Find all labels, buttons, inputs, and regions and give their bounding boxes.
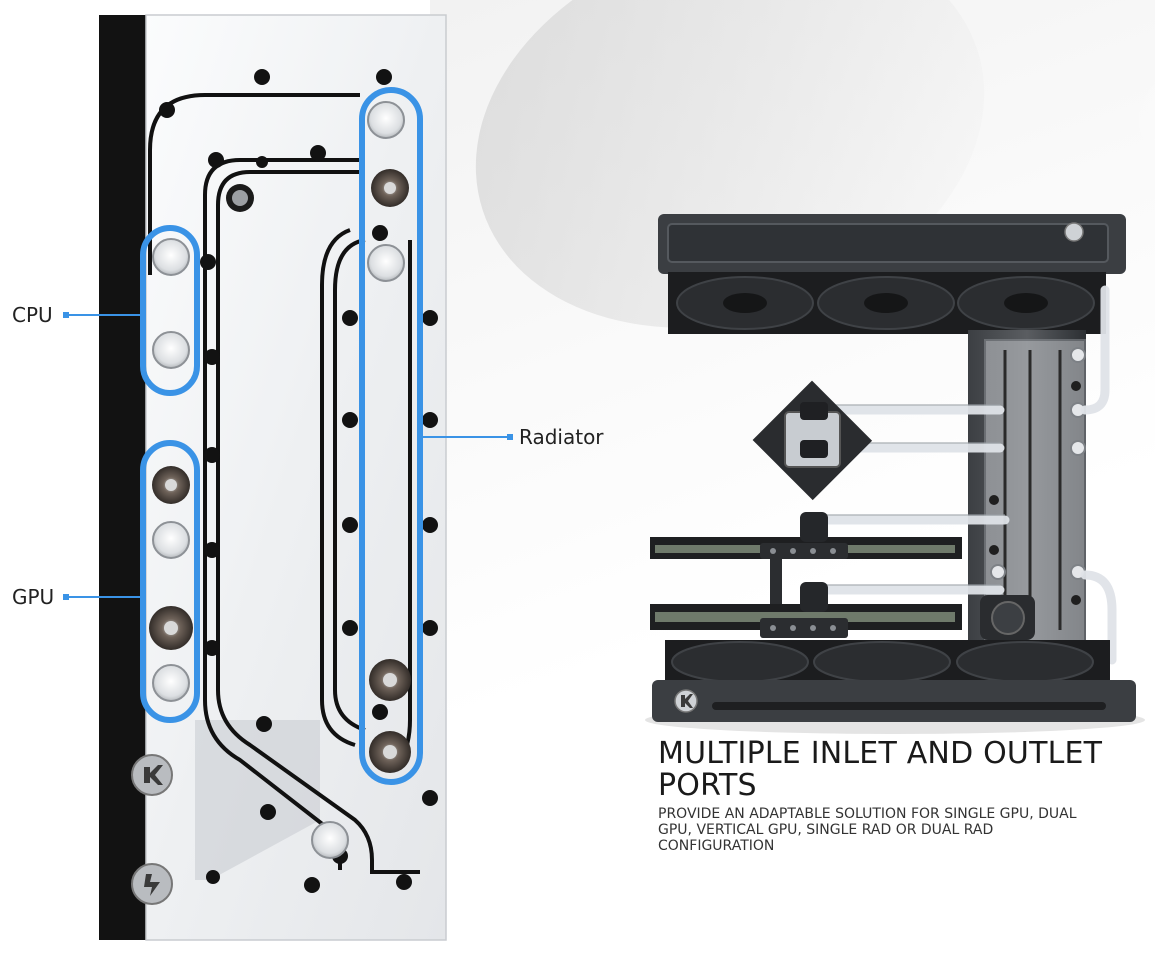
gpu-card-upper — [650, 512, 962, 606]
feature-title: MULTIPLE INLET AND OUTLET PORTS — [658, 736, 1103, 803]
acrylic-reflection — [195, 720, 320, 880]
channel-line — [203, 158, 360, 260]
lightning-logo-icon — [131, 863, 173, 905]
channel-line — [216, 170, 360, 260]
mounting-screws — [159, 69, 438, 893]
ek-logo-icon — [1064, 222, 1084, 242]
radiator-callout-label: Radiator — [519, 425, 604, 449]
cpu-highlight — [140, 225, 200, 396]
gpu-callout-label: GPU — [12, 585, 55, 609]
plugged-ports — [149, 169, 411, 773]
ek-logo-icon — [131, 754, 173, 796]
bottom-radiator-shroud — [652, 680, 1136, 722]
gpu-leader-dot — [63, 594, 69, 600]
radiator-leader-dot — [507, 434, 513, 440]
cpu-callout-label: CPU — [12, 303, 53, 327]
clear-ports — [152, 101, 405, 859]
cpu-block — [752, 380, 873, 501]
channel-line — [320, 228, 356, 747]
channel-line — [333, 238, 366, 732]
gpu-highlight — [140, 440, 200, 723]
cpu-leader-dot — [63, 312, 69, 318]
channel-line — [216, 440, 420, 874]
gpu-card-lower — [650, 582, 962, 638]
plate-frame — [99, 15, 147, 940]
tubing — [810, 285, 1117, 665]
distribution-plate — [63, 14, 513, 941]
feature-description: PROVIDE AN ADAPTABLE SOLUTION FOR SINGLE… — [658, 806, 1077, 854]
case-render — [645, 214, 1145, 734]
